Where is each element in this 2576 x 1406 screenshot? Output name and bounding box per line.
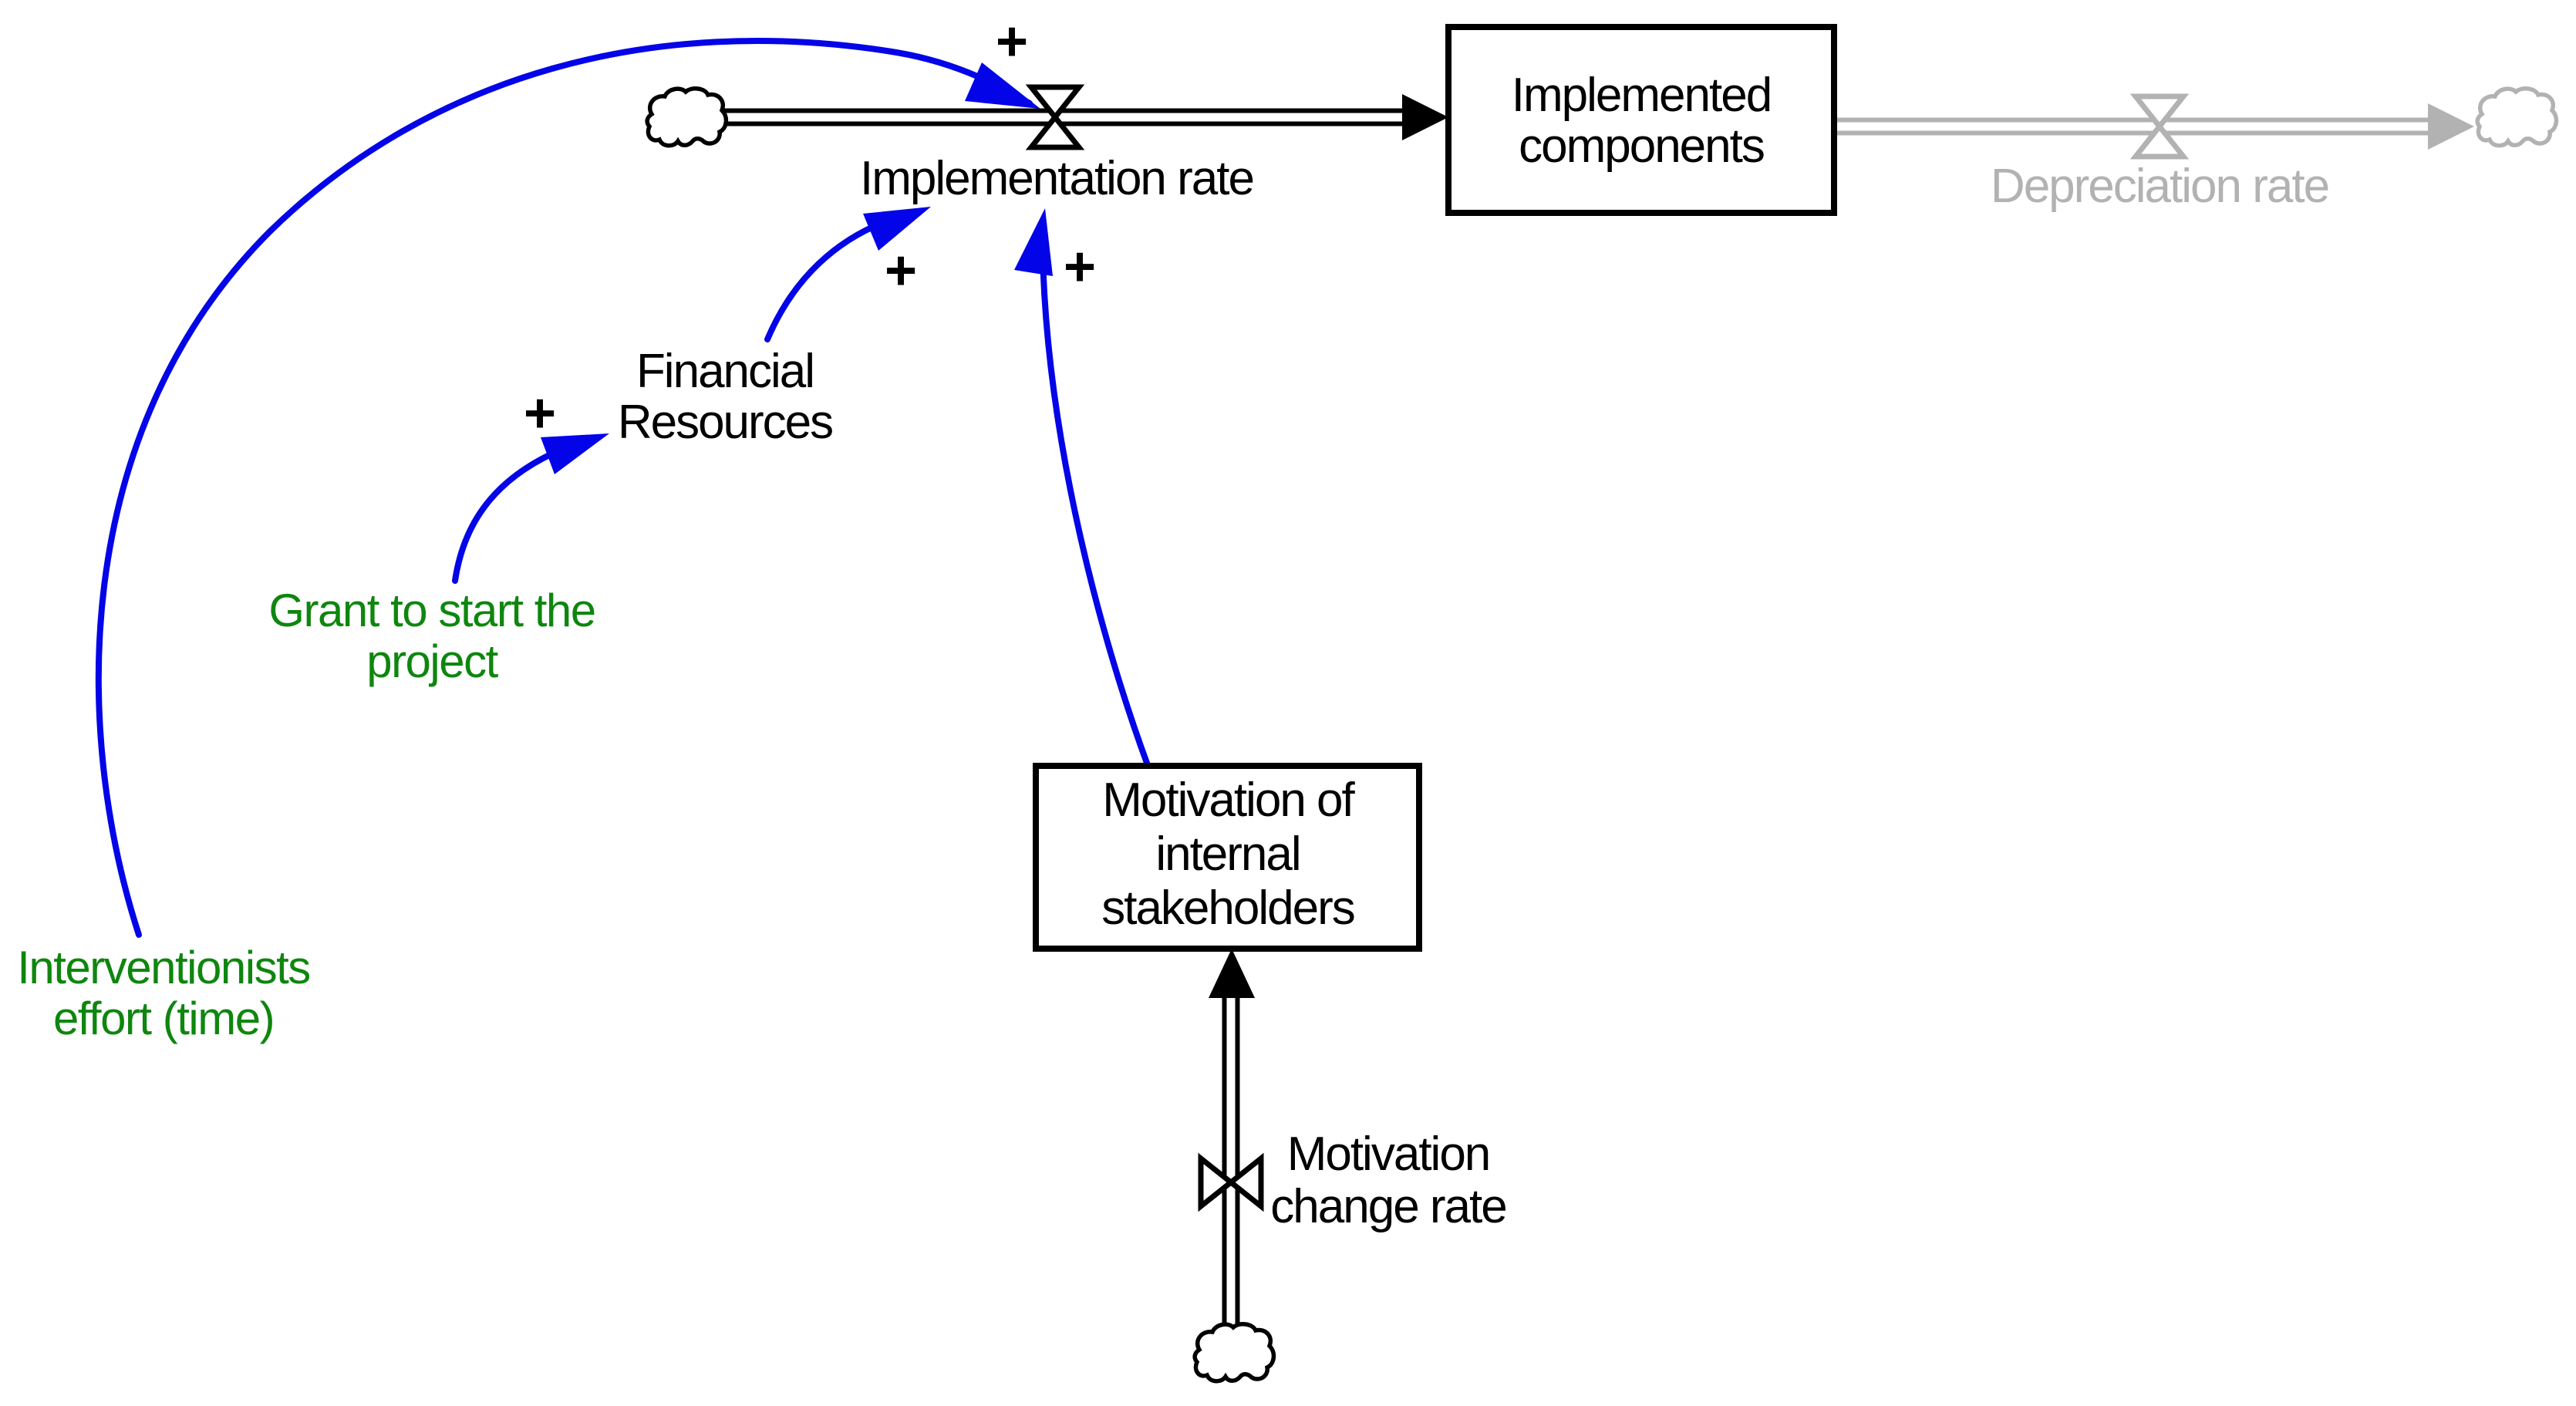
link-arc[interactable] bbox=[95, 37, 1033, 938]
stock-motivation-label-line3[interactable]: stakeholders bbox=[1101, 882, 1356, 935]
implementation-rate-label[interactable]: Implementation rate bbox=[860, 152, 1255, 205]
motivation-change-rate-label-line2[interactable]: change rate bbox=[1270, 1180, 1507, 1233]
link-motivation-to-implementation-rate[interactable] bbox=[1014, 208, 1151, 768]
link-interventionists-to-implementation-rate[interactable] bbox=[95, 37, 1040, 938]
interventionists-label-line2[interactable]: effort (time) bbox=[53, 993, 275, 1044]
stock-motivation-internal-stakeholders[interactable] bbox=[1033, 763, 1422, 952]
link-arrowhead bbox=[541, 433, 609, 474]
financial-resources-label-line1[interactable]: Financial bbox=[636, 345, 815, 398]
link-arrowhead bbox=[1014, 208, 1053, 276]
sink-cloud-depreciation[interactable] bbox=[2477, 89, 2556, 146]
grant-label-line2[interactable]: project bbox=[366, 636, 500, 687]
interventionists-label-line1[interactable]: Interventionists bbox=[17, 942, 311, 993]
flow-depreciation-pipe[interactable] bbox=[1837, 103, 2474, 150]
link-arc[interactable] bbox=[1040, 251, 1151, 768]
link-grant-to-financial-resources[interactable] bbox=[452, 433, 609, 584]
stock-motivation-label-line1[interactable]: Motivation of bbox=[1102, 774, 1357, 827]
flow-arrowhead-up bbox=[1209, 949, 1255, 998]
flow-motivation-change-pipe[interactable] bbox=[1209, 949, 1255, 1357]
motivation-change-rate-label-line1[interactable]: Motivation bbox=[1287, 1128, 1492, 1181]
flow-arrowhead bbox=[1402, 94, 1448, 140]
financial-resources-label-line2[interactable]: Resources bbox=[618, 396, 834, 449]
polarity-sign-interventionists-link: + bbox=[996, 11, 1028, 72]
source-cloud-implementation[interactable] bbox=[647, 89, 726, 146]
link-arrowhead bbox=[863, 207, 931, 251]
grant-label-line1[interactable]: Grant to start the bbox=[268, 585, 596, 636]
link-financial-resources-to-implementation-rate[interactable] bbox=[764, 207, 931, 342]
polarity-sign-grant-link: + bbox=[524, 383, 556, 444]
stock-implemented-components[interactable] bbox=[1445, 24, 1837, 216]
depreciation-rate-label[interactable]: Depreciation rate bbox=[1991, 160, 2330, 213]
flow-arrowhead-gray bbox=[2428, 103, 2474, 150]
stock-implemented-label-line1[interactable]: Implemented bbox=[1512, 69, 1772, 122]
flow-implementation-pipe[interactable] bbox=[702, 94, 1448, 140]
polarity-sign-financial-link: + bbox=[885, 240, 917, 302]
stock-implemented-label-line2[interactable]: components bbox=[1519, 120, 1765, 173]
polarity-sign-motivation-link: + bbox=[1064, 236, 1096, 298]
source-cloud-motivation[interactable] bbox=[1195, 1324, 1273, 1381]
link-arrowhead bbox=[965, 62, 1040, 109]
stock-motivation-label-line2[interactable]: internal bbox=[1155, 828, 1301, 881]
